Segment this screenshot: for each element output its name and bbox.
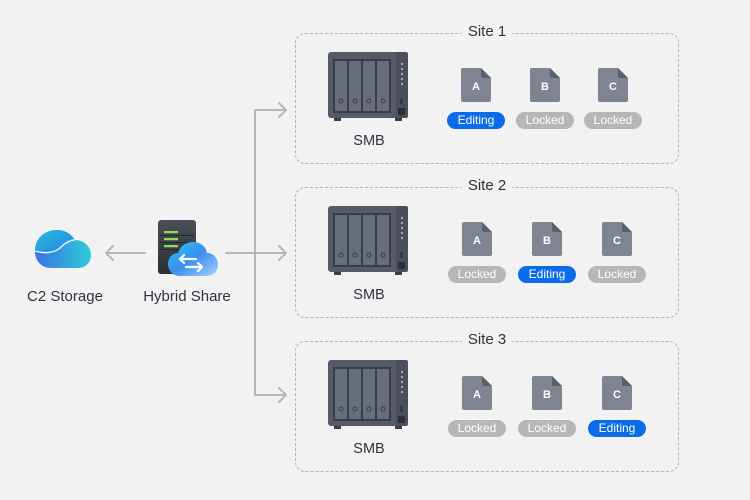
file-letter: B [543,235,551,247]
file-letter: C [609,81,617,93]
document-icon [532,376,562,410]
document-icon [602,376,632,410]
smb-label: SMB [353,441,385,457]
file-b[interactable]: B Editing [517,222,577,283]
arrow-head-site-2 [278,245,287,261]
document-icon [461,68,491,102]
smb-label: SMB [353,133,385,149]
file-letter: B [543,389,551,401]
nas-server-icon [328,52,410,122]
file-icon: A [462,222,492,256]
file-letter: A [473,389,481,401]
document-icon [598,68,628,102]
file-icon: A [461,68,491,102]
document-icon [532,222,562,256]
file-icon: B [530,68,560,102]
status-badge: Editing [447,112,505,129]
file-icon: B [532,376,562,410]
file-c[interactable]: C Locked [587,222,647,283]
file-c[interactable]: C Locked [583,68,643,129]
site-title: Site 2 [461,177,513,194]
status-badge: Editing [518,266,576,283]
file-a[interactable]: A Locked [447,222,507,283]
file-icon: C [602,222,632,256]
hybrid-share-label: Hybrid Share [143,288,231,305]
hybrid-share-node: Hybrid Share [132,218,242,305]
file-letter: C [613,389,621,401]
smb-label: SMB [353,287,385,303]
status-badge: Locked [584,112,642,129]
status-badge: Locked [588,266,646,283]
file-letter: B [541,81,549,93]
nas-server-icon [328,360,410,430]
document-icon [462,222,492,256]
cloud-storage-icon [34,230,91,268]
nas-server-icon [328,206,410,276]
file-letter: A [473,235,481,247]
arrow-to-c2-head [105,245,114,261]
site-title: Site 3 [461,331,513,348]
file-letter: C [613,235,621,247]
status-badge: Locked [516,112,574,129]
file-icon: B [532,222,562,256]
file-a[interactable]: A Locked [447,376,507,437]
site-1-box: Site 1 SMB A Editing B Locked C Locked [295,23,679,164]
document-icon [530,68,560,102]
file-icon: A [462,376,492,410]
file-a[interactable]: A Editing [446,68,506,129]
status-badge: Editing [588,420,646,437]
document-icon [602,222,632,256]
arrow-head-site-1 [278,102,287,118]
site-3-box: Site 3 SMB A Locked B Locked C Editing [295,331,679,472]
status-badge: Locked [448,420,506,437]
site-title: Site 1 [461,23,513,40]
file-c[interactable]: C Editing [587,376,647,437]
arrow-head-site-3 [278,387,287,403]
status-badge: Locked [448,266,506,283]
file-icon: C [598,68,628,102]
file-b[interactable]: B Locked [517,376,577,437]
file-letter: A [472,81,480,93]
c2-storage-node: C2 Storage [22,222,108,305]
document-icon [462,376,492,410]
site-2-box: Site 2 SMB A Locked B Editing C Locked [295,177,679,318]
hybrid-share-server-icon [158,220,218,276]
file-b[interactable]: B Locked [515,68,575,129]
file-icon: C [602,376,632,410]
c2-storage-label: C2 Storage [27,288,103,305]
status-badge: Locked [518,420,576,437]
